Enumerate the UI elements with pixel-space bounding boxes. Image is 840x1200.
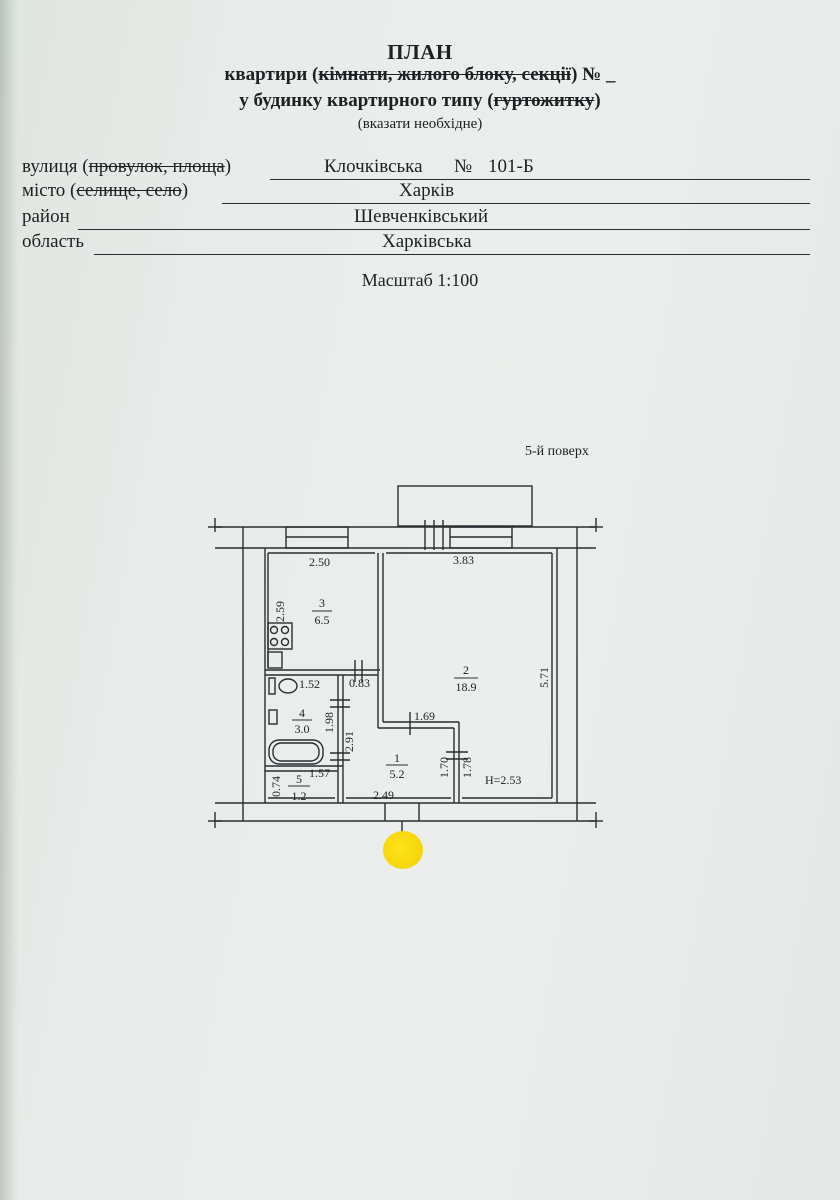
room-4-area: 3.0 <box>295 722 310 736</box>
scale-label: Масштаб 1:100 <box>361 270 479 290</box>
dim-bath-depth: 1.98 <box>322 712 336 733</box>
stove-icon <box>267 622 293 650</box>
street-field: вулиця (провулок, площа) Клочківська № 1… <box>22 156 812 180</box>
apartment-type-line: квартири (кімнати, жилого блоку, секції)… <box>0 64 840 86</box>
room-5-area: 1.2 <box>292 789 307 803</box>
document-title: ПЛАН <box>387 40 453 64</box>
street-label: вулиця (провулок, площа) <box>22 156 232 177</box>
balcony <box>397 485 533 527</box>
page-edge-shadow <box>0 0 18 1200</box>
city-label: місто (селище, село) <box>22 180 189 201</box>
region-underline <box>94 254 810 255</box>
district-value: Шевченківський <box>354 206 489 227</box>
room-4-number: 4 <box>299 706 305 720</box>
city-underline <box>222 203 810 204</box>
house-number-label: № <box>454 156 473 177</box>
line2-suffix: ) <box>594 90 601 111</box>
region-value: Харківська <box>382 231 472 252</box>
room-1-number: 1 <box>394 751 400 765</box>
city-field: місто (селище, село) Харків <box>22 180 812 204</box>
bathtub-icon <box>268 739 324 765</box>
ceiling-height: H=2.53 <box>485 773 521 787</box>
floor-label: 5-й поверх <box>525 444 589 459</box>
highlight-marker <box>383 831 423 869</box>
dim-kitchen-depth: 2.59 <box>273 601 287 622</box>
room-3-number: 3 <box>319 596 325 610</box>
house-number-value: 101-Б <box>488 156 534 177</box>
line2-prefix: у будинку квартирного типу ( <box>239 90 494 111</box>
district-underline <box>78 229 810 230</box>
district-label: район <box>22 206 70 227</box>
line2-struck-options: гуртожитку <box>493 90 595 111</box>
line1-prefix: квартири ( <box>224 64 319 85</box>
line1-suffix: ) № _ <box>571 64 616 85</box>
dim-corridor-depth: 2.91 <box>342 731 356 752</box>
dim-hall-depth-b: 1.78 <box>460 757 474 778</box>
room-2-number: 2 <box>463 663 469 677</box>
washbasin-icon <box>268 709 278 725</box>
room-5-number: 5 <box>296 772 302 786</box>
toilet-icon <box>278 678 298 694</box>
room-3-area: 6.5 <box>315 613 330 627</box>
dim-room-inset: 1.69 <box>414 709 435 723</box>
region-label: область <box>22 231 85 252</box>
instruction-note: (вказати необхідне) <box>357 116 483 132</box>
dim-kitchen-width: 2.50 <box>309 555 330 569</box>
city-value: Харків <box>399 180 455 201</box>
dim-wc-width: 1.57 <box>309 766 330 780</box>
region-field: область Харківська <box>22 231 812 255</box>
dim-room-width: 3.83 <box>453 553 474 567</box>
dim-room-depth: 5.71 <box>537 667 551 688</box>
room-1-area: 5.2 <box>390 767 405 781</box>
building-type-line: у будинку квартирного типу (гуртожитку) <box>0 90 840 112</box>
street-underline <box>270 179 810 180</box>
dim-corridor-offset: 0.83 <box>349 676 370 690</box>
district-field: район Шевченківський <box>22 206 812 230</box>
dim-hall-depth-a: 1.70 <box>437 757 451 778</box>
room-2-area: 18.9 <box>456 680 477 694</box>
dim-corridor-width: 2.49 <box>373 788 394 802</box>
dim-wc-depth: 0.74 <box>269 776 283 797</box>
line1-struck-options: кімнати, жилого блоку, секції <box>318 64 572 85</box>
street-value: Клочківська <box>324 156 423 177</box>
kitchen-sink-icon <box>267 651 283 669</box>
dim-bath-width: 1.52 <box>299 677 320 691</box>
